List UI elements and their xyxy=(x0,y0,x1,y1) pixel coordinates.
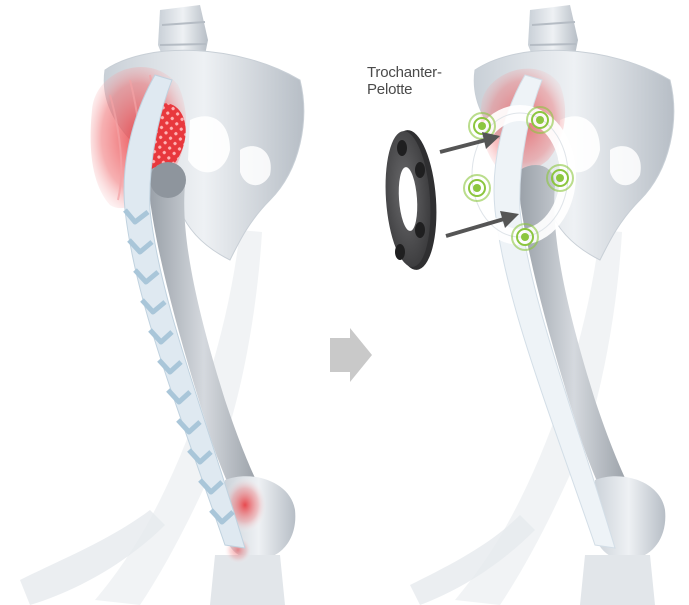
right-arrow-icon xyxy=(330,328,372,382)
trochanter-pelotte-label: Trochanter- Pelotte xyxy=(367,64,477,98)
trochanter-pelotte-pad xyxy=(381,128,441,271)
left-figure xyxy=(20,5,304,605)
